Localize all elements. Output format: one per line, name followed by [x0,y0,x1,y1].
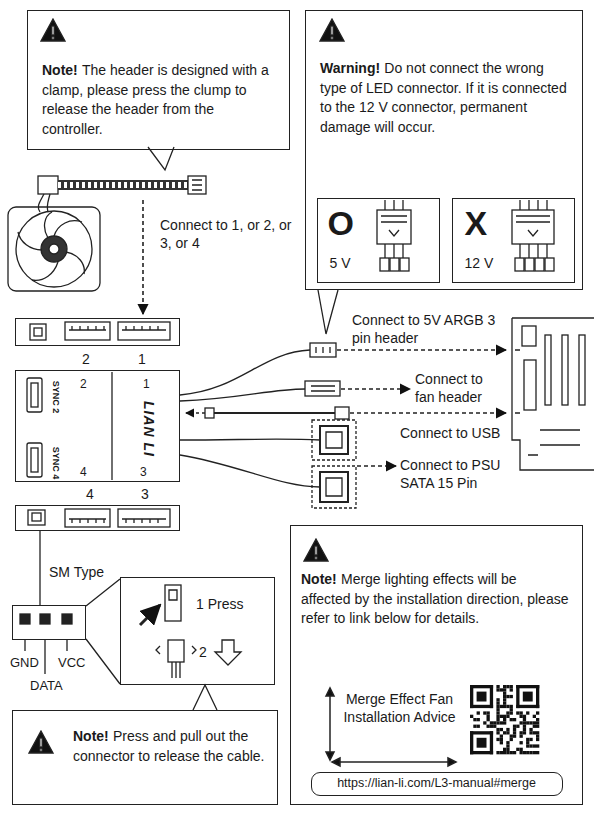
node-text: X [465,203,488,244]
note-body: Merge lighting effects will be affected … [301,571,568,626]
callout-pointer [148,147,174,170]
fan [8,207,100,291]
note-text: Note!Press and pull out the connector to… [13,711,277,774]
motherboard [512,318,594,470]
instruction-label: Connect to PSU SATA 15 Pin [400,456,520,492]
callout-pointer [193,685,217,710]
node-text: 2 [80,377,87,391]
node-text: 12 V [465,255,494,272]
node-text: SYNC 2 [51,381,62,414]
header-plug [188,176,206,194]
note-heading: Note! [301,571,337,587]
note-heading: Note! [73,728,109,744]
note-box: Note!Press and pull out the connector to… [12,710,278,805]
node-text: SM Type [49,564,104,581]
node-text: 5 V [330,255,351,272]
node-text: LIAN LI [141,401,158,457]
qr-code [470,685,539,754]
node-text: 4 [86,486,94,503]
node-text: 3 [140,465,147,479]
wrong-example-box: X 12 V [452,198,575,283]
warning-icon [304,539,328,561]
warning-icon [29,731,53,753]
node-text: O [328,203,354,244]
note-heading: Note! [42,62,78,78]
instruction-label: Connect to USB [400,424,500,442]
note-box: Note!The header is designed with a clamp… [27,10,290,150]
node-text: 3 [141,486,149,503]
press-inset-box: 1 Press 2 [120,577,275,685]
sm-connector-box: SM Type [12,605,86,640]
node-text: SYNC 4 [51,447,62,480]
argb-connector-12v [512,200,554,271]
node-text: 1 [138,351,146,368]
url-box: https://lian-li.com/L3-manual#merge [311,772,563,796]
merge-advice-box: Merge Effect Fan Installation Advice [338,690,462,752]
argb-connector-5v [377,200,411,271]
callout-pointer [318,290,338,334]
instruction-label: Connect to fan header [415,370,505,406]
note-text: Note!The header is designed with a clamp… [28,11,289,147]
node-text: 1 [143,377,150,391]
pin-label: VCC [58,655,85,672]
note-box: Note!Merge lighting effects will be affe… [290,525,583,805]
node-text: 2 [82,351,90,368]
node-text: 1 Press [196,596,243,613]
fan-plug [38,176,58,194]
leader-line [39,531,40,605]
ok-example-box: O 5 V [317,198,440,283]
node-text: https://lian-li.com/L3-manual#merge [312,776,562,791]
instruction-label: Connect to 5V ARGB 3 pin header [352,311,507,347]
node-text: 2 [199,644,207,661]
node-text: 4 [80,465,87,479]
warning-box: Warning!Do not connect the wrong type of… [305,10,583,290]
instruction-label: Connect to 1, or 2, or 3, or 4 [160,216,292,252]
note-text: Warning!Do not connect the wrong type of… [306,11,582,145]
controller-top-strip: 21 [15,318,180,346]
node-text: Merge Effect Fan Installation Advice [338,690,462,728]
warning-icon [41,19,65,41]
note-text: Note!Merge lighting effects will be affe… [291,526,582,637]
controller-bottom-strip: 43 [15,505,180,531]
controller-ports [27,322,170,527]
note-heading: Warning! [320,60,380,76]
pin-label: GND [10,655,39,672]
pin-label: DATA [30,678,63,695]
warning-icon [320,19,344,41]
controller-body: SYNC 2 2 1LIAN LI SYNC 4 4 3 [15,370,180,482]
braided-cable [58,180,188,190]
dashed-arrow [142,200,144,314]
